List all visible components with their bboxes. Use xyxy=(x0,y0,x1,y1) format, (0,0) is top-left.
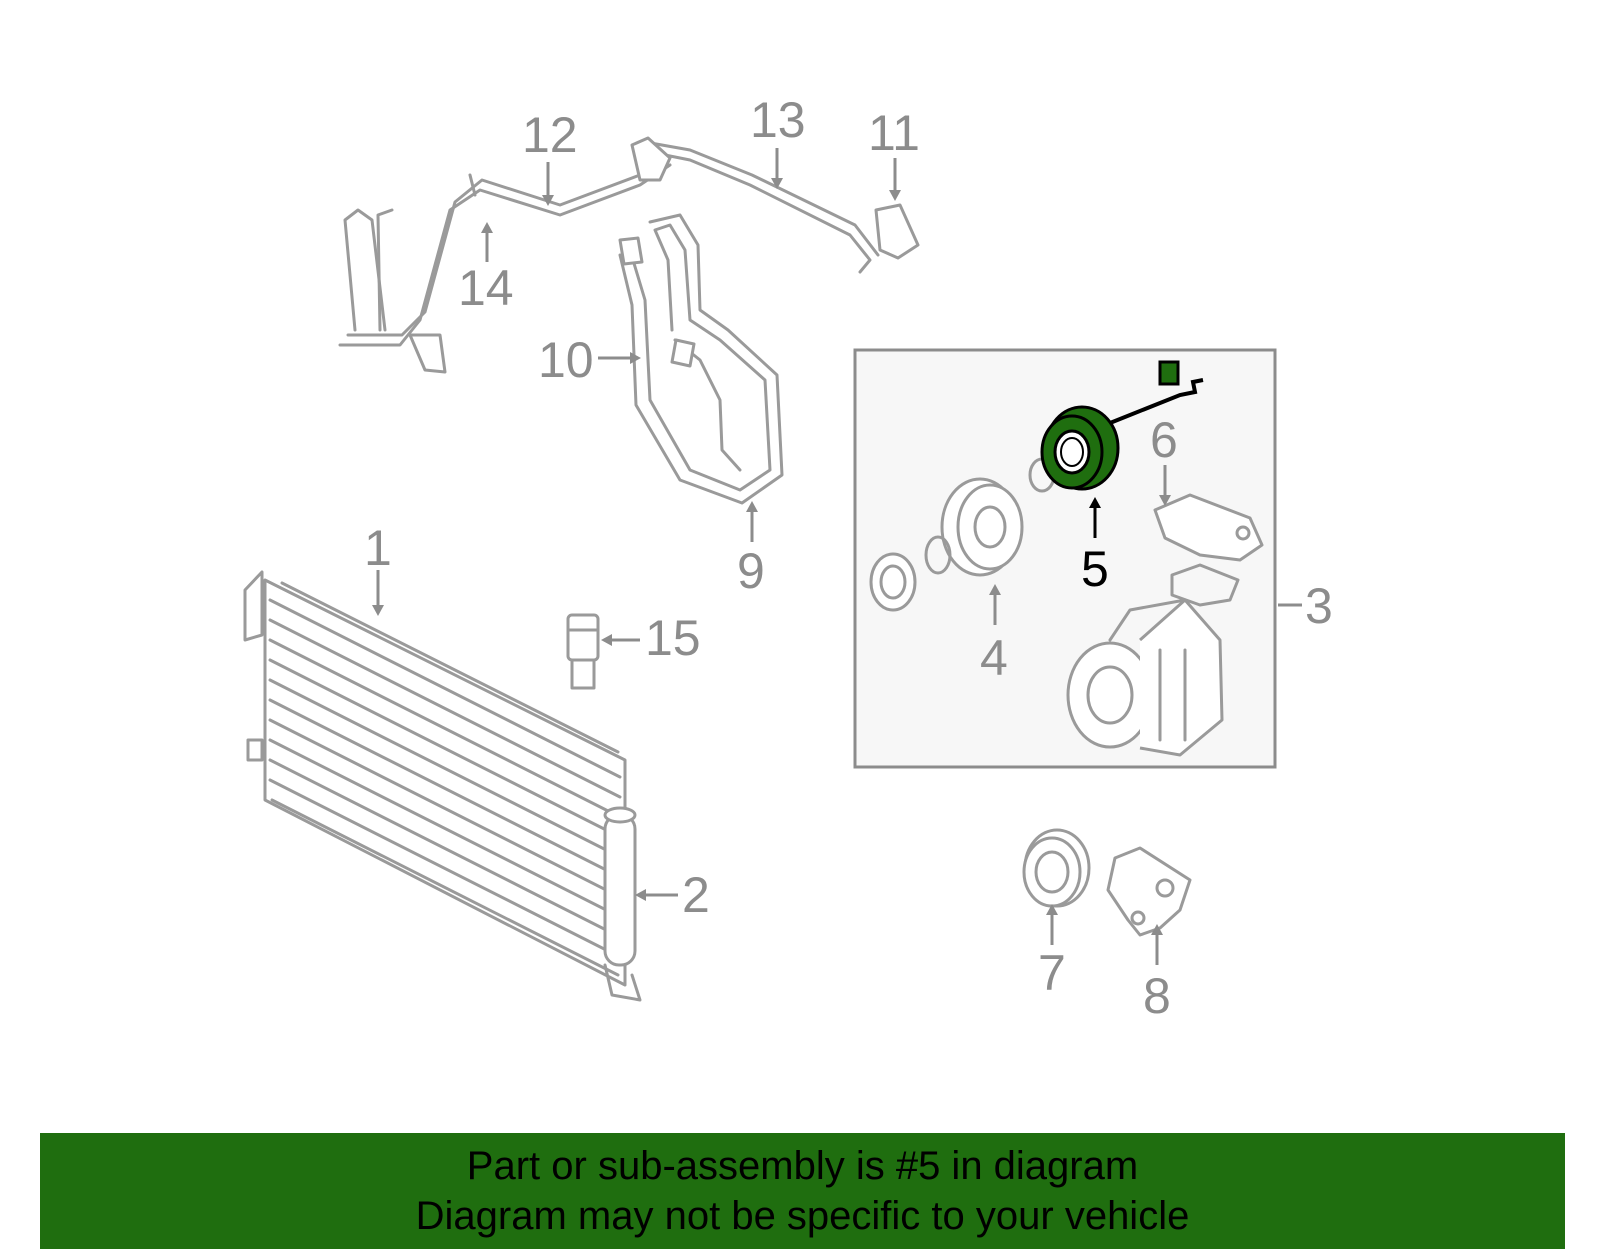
bearing xyxy=(1022,828,1091,908)
callout-9: 9 xyxy=(737,543,765,599)
ac-hose-assembly xyxy=(618,213,784,505)
callout-5: 5 xyxy=(1081,541,1109,597)
callout-11: 11 xyxy=(868,105,920,161)
callout-labels: 12 13 11 14 10 9 1 2 15 4 5 6 3 7 8 xyxy=(364,92,1333,1024)
clutch-field-coil-highlighted xyxy=(1040,360,1204,491)
callout-14: 14 xyxy=(458,260,514,316)
receiver-drier xyxy=(603,806,642,1002)
ac-lines-assembly xyxy=(338,136,920,374)
callout-7: 7 xyxy=(1038,945,1066,1001)
banner-line-disclaimer: Diagram may not be specific to your vehi… xyxy=(415,1194,1190,1238)
callout-13: 13 xyxy=(750,92,806,148)
bracket xyxy=(1106,846,1192,937)
condenser xyxy=(243,570,627,987)
callout-8: 8 xyxy=(1143,968,1171,1024)
callout-15: 15 xyxy=(645,610,701,666)
callout-3: 3 xyxy=(1305,578,1333,634)
callout-12: 12 xyxy=(522,107,578,163)
leader-lines xyxy=(372,148,1302,965)
callout-10: 10 xyxy=(538,332,594,388)
banner-line-part-number: Part or sub-assembly is #5 in diagram xyxy=(466,1144,1139,1188)
pressure-switch xyxy=(566,613,600,690)
info-banner: Part or sub-assembly is #5 in diagram Di… xyxy=(40,1133,1565,1249)
callout-6: 6 xyxy=(1150,412,1178,468)
callout-2: 2 xyxy=(682,867,710,923)
callout-4: 4 xyxy=(980,630,1008,686)
callout-1: 1 xyxy=(364,520,392,576)
